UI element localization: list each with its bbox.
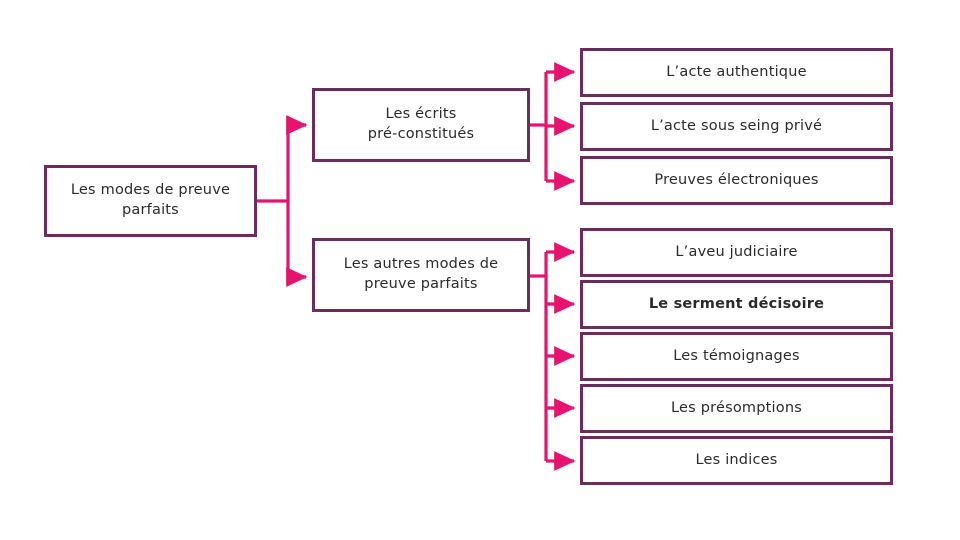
node-leaf-acte-authentique[interactable]: L’acte authentique <box>580 48 893 97</box>
node-root-label: Les modes de preuve parfaits <box>70 182 231 218</box>
node-leaf-temoignages[interactable]: Les témoignages <box>580 332 893 381</box>
node-leaf-1-3-label: Les présomptions <box>671 399 802 416</box>
node-leaf-0-0-label: L’acte authentique <box>666 63 807 80</box>
node-leaf-1-2-label: Les témoignages <box>673 347 800 364</box>
node-leaf-serment-decisoire[interactable]: Le serment décisoire <box>580 280 893 329</box>
node-branch-0-label: Les écrits pré-constitués <box>367 106 475 142</box>
node-leaf-0-2-label: Preuves électroniques <box>654 171 819 188</box>
node-leaf-1-4-label: Les indices <box>695 451 778 468</box>
node-leaf-presomptions[interactable]: Les présomptions <box>580 384 893 433</box>
node-leaf-aveu-judiciaire[interactable]: L’aveu judiciaire <box>580 228 893 277</box>
node-leaf-1-0-label: L’aveu judiciaire <box>675 243 798 260</box>
node-branch-ecrits-pre-constitues[interactable]: Les écrits pré-constitués <box>312 88 530 162</box>
node-leaf-1-1-label: Le serment décisoire <box>648 295 825 312</box>
node-leaf-acte-sous-seing-prive[interactable]: L’acte sous seing privé <box>580 102 893 151</box>
node-leaf-indices[interactable]: Les indices <box>580 436 893 485</box>
node-leaf-0-1-label: L’acte sous seing privé <box>650 117 823 134</box>
node-root[interactable]: Les modes de preuve parfaits <box>44 165 257 237</box>
node-branch-autres-modes[interactable]: Les autres modes de preuve parfaits <box>312 238 530 312</box>
node-branch-1-label: Les autres modes de preuve parfaits <box>343 256 499 292</box>
node-leaf-preuves-electroniques[interactable]: Preuves électroniques <box>580 156 893 205</box>
